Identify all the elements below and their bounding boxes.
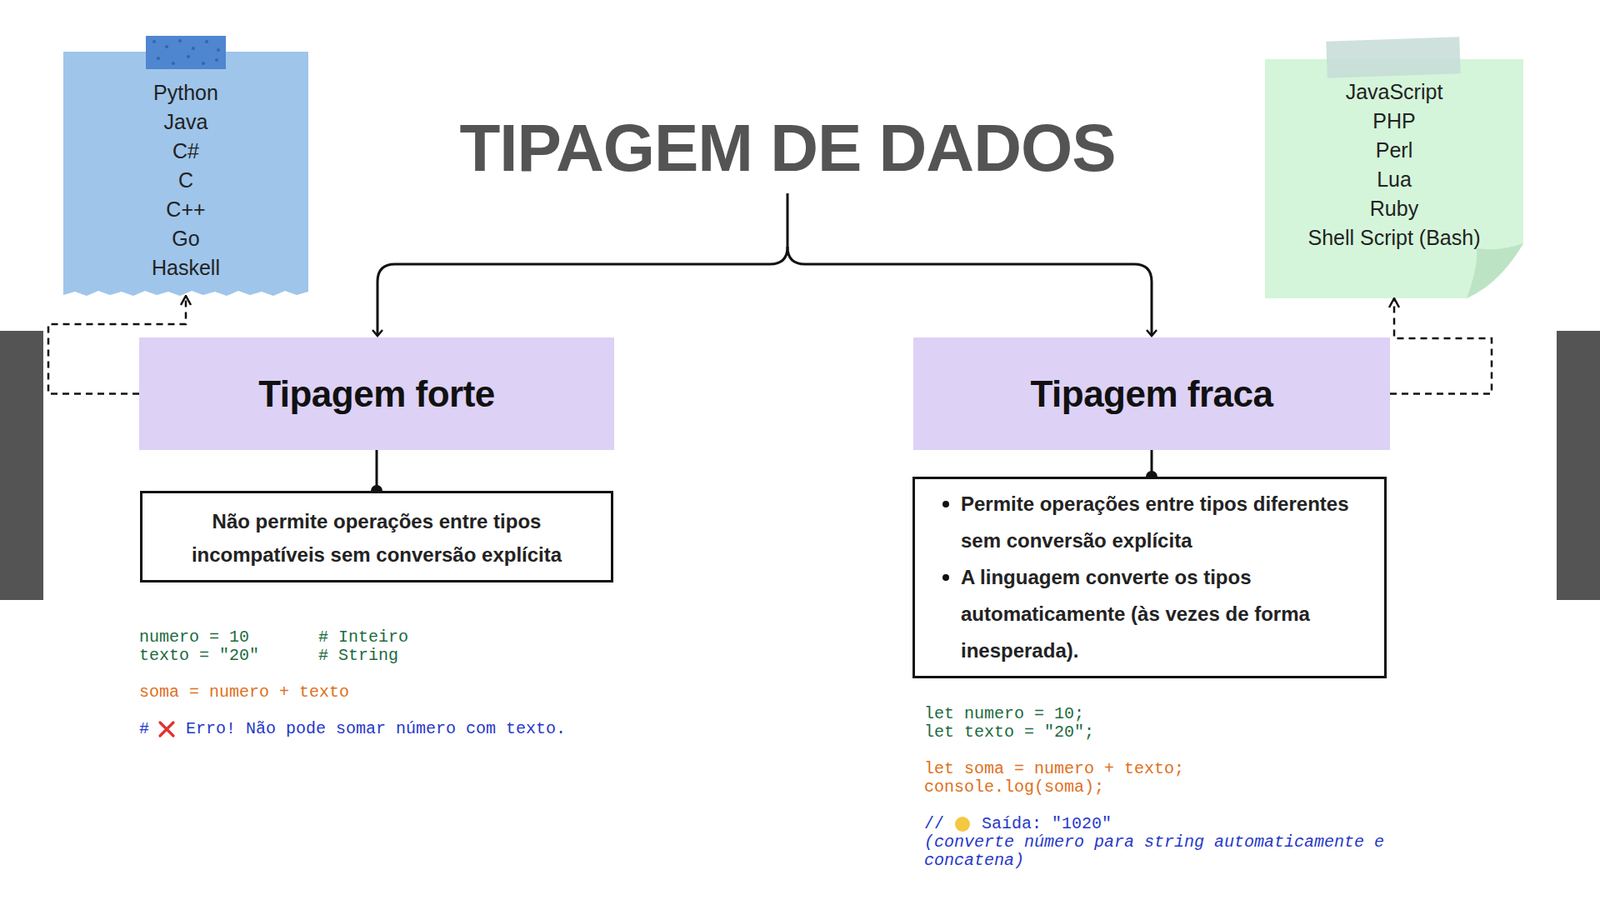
note-paper bbox=[1265, 59, 1524, 299]
code-line: # bbox=[139, 720, 150, 739]
code-line: let numero = 10; bbox=[924, 705, 1085, 724]
language-name: Shell Script (Bash) bbox=[1273, 223, 1515, 253]
code-line: // bbox=[924, 815, 945, 834]
language-note: PythonJavaC#CC++GoHaskell bbox=[63, 51, 309, 296]
code-line: soma = numero + texto bbox=[139, 683, 350, 702]
code-line: Saída: "1020" bbox=[981, 815, 1112, 834]
side-bar bbox=[0, 330, 44, 600]
bullet-text: Permite operações entre tipos diferentes… bbox=[960, 485, 1371, 560]
diagram-title: TIPAGEM DE DADOS bbox=[459, 110, 1115, 185]
description-box: Não permite operações entre tipos incomp… bbox=[140, 490, 614, 583]
code-line: let soma = numero + texto; bbox=[924, 760, 1185, 779]
category-title: Tipagem forte bbox=[258, 372, 495, 416]
status-dot-icon bbox=[955, 816, 970, 832]
language-name: C++ bbox=[71, 195, 300, 225]
language-name: Lua bbox=[1273, 165, 1515, 195]
cross-icon bbox=[160, 722, 174, 736]
code-line: let texto = "20"; bbox=[924, 723, 1095, 742]
brace-line bbox=[787, 246, 1152, 336]
side-bar bbox=[1556, 330, 1600, 600]
bullet-dot bbox=[942, 500, 950, 508]
language-name: Python bbox=[71, 78, 300, 108]
category-title: Tipagem fraca bbox=[1030, 372, 1273, 416]
code-line: texto = "20" bbox=[139, 646, 260, 665]
language-name: C bbox=[71, 165, 300, 195]
connector bbox=[1390, 298, 1492, 395]
connector bbox=[375, 450, 379, 491]
language-name: Perl bbox=[1273, 135, 1515, 165]
description-text: Não permite operações entre tipos incomp… bbox=[155, 505, 598, 572]
note-tape bbox=[145, 35, 226, 70]
language-name: PHP bbox=[1273, 106, 1515, 136]
language-name: Ruby bbox=[1273, 194, 1515, 224]
bullet-text: A linguagem converte os tipos automatica… bbox=[960, 559, 1371, 670]
code-line: # Inteiro bbox=[318, 628, 409, 647]
title-box: TIPAGEM DE DADOS bbox=[370, 108, 1205, 189]
code-line: console.log(soma); bbox=[924, 778, 1105, 797]
code-line: # String bbox=[318, 646, 399, 665]
language-note: JavaScriptPHPPerlLuaRubyShell Script (Ba… bbox=[1265, 59, 1524, 299]
code-line: numero = 10 bbox=[139, 628, 250, 647]
category-box: Tipagem forte bbox=[139, 337, 615, 450]
language-name: C# bbox=[71, 136, 300, 166]
note-fold bbox=[1466, 243, 1524, 299]
brace-line bbox=[377, 193, 788, 336]
language-name: JavaScript bbox=[1273, 77, 1515, 107]
note-tape bbox=[1325, 36, 1460, 79]
bullet-item: Permite operações entre tipos diferentes… bbox=[960, 485, 1371, 560]
description-box: Permite operações entre tipos diferentes… bbox=[912, 476, 1387, 679]
category-box: Tipagem fraca bbox=[913, 337, 1390, 450]
bullet-dot bbox=[942, 574, 950, 581]
note-paper bbox=[63, 51, 309, 296]
language-name: Haskell bbox=[71, 253, 300, 283]
language-name: Go bbox=[71, 224, 300, 254]
code-line: Erro! Não pode somar número com texto. bbox=[185, 720, 566, 739]
code-line: (converte número para string automaticam… bbox=[924, 833, 1408, 870]
language-name: Java bbox=[71, 107, 300, 137]
bullet-item: A linguagem converte os tipos automatica… bbox=[960, 559, 1371, 670]
connector bbox=[1150, 450, 1154, 477]
